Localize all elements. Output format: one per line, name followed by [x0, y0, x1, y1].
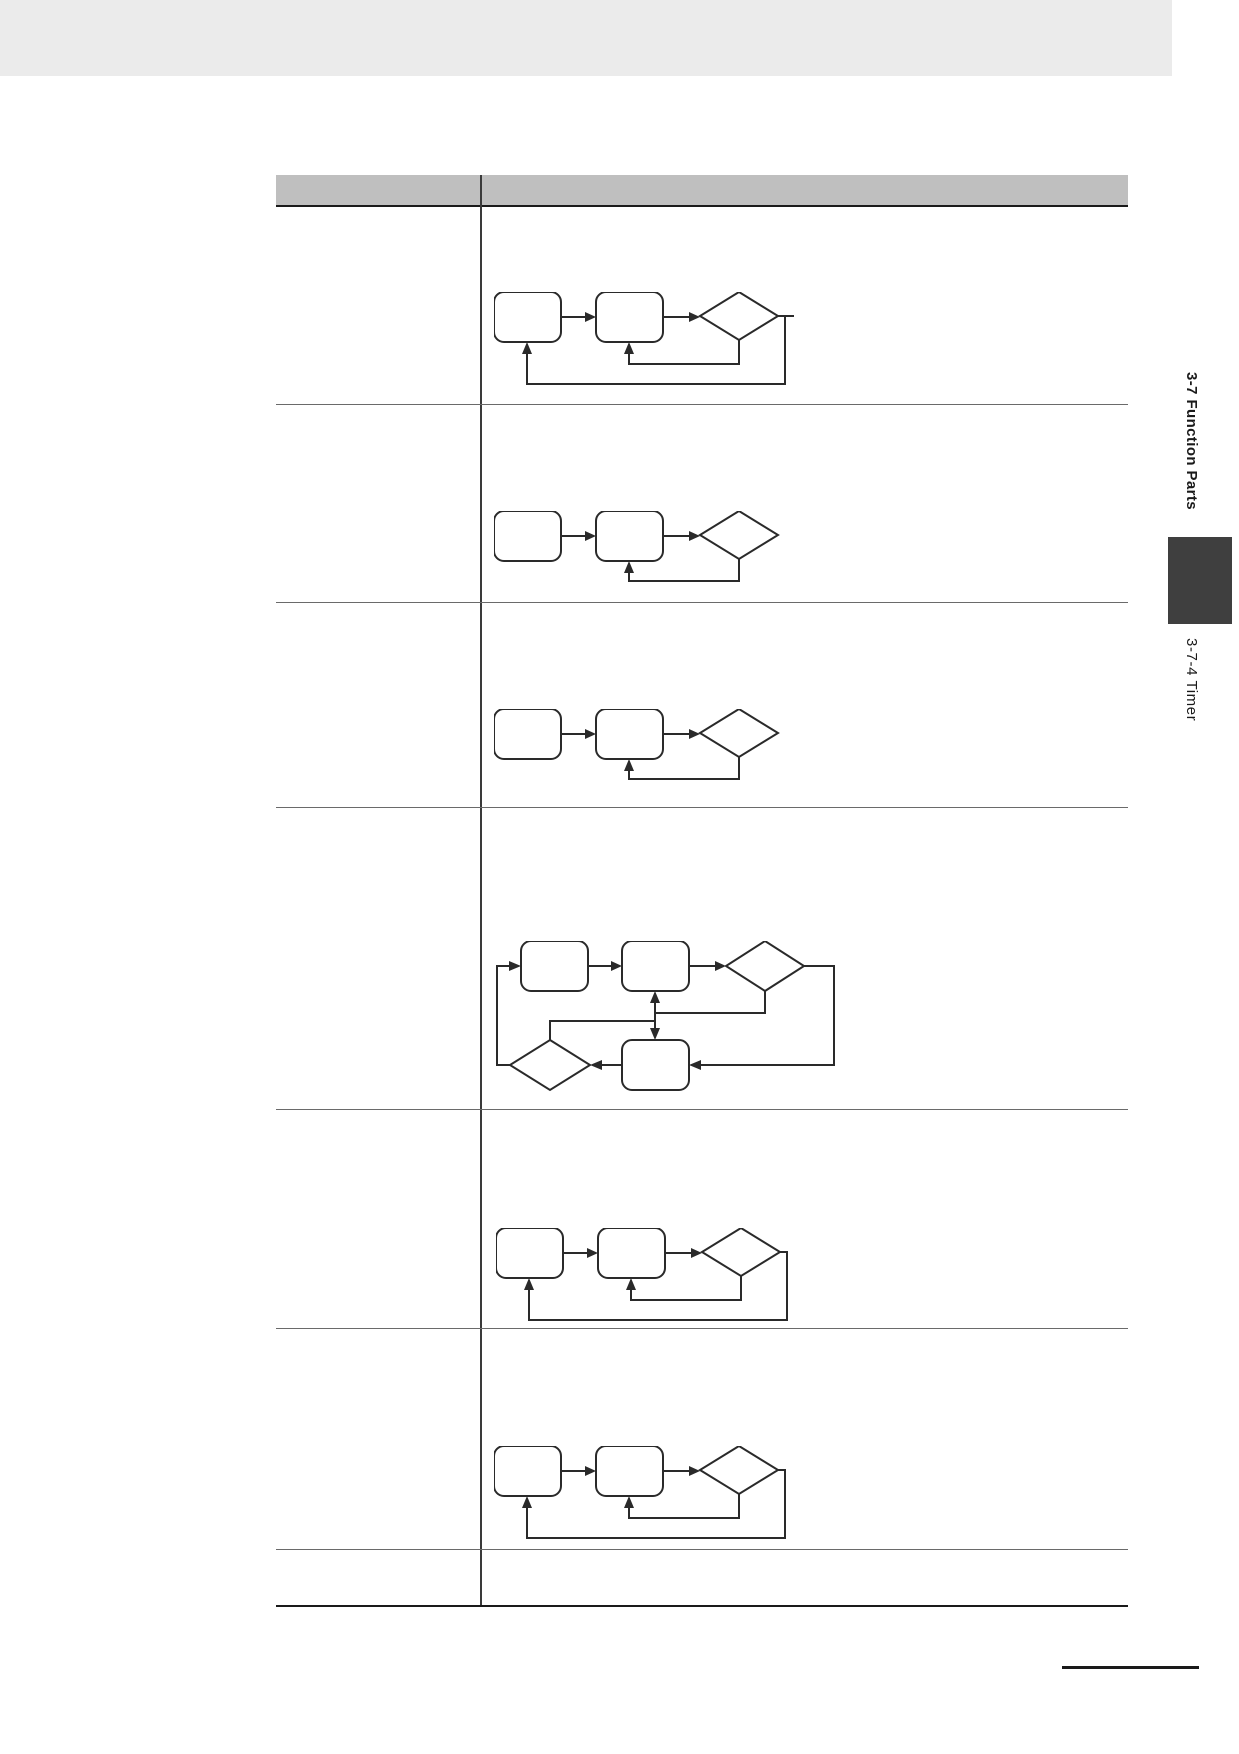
decision-diamond-bottom — [508, 1038, 592, 1092]
page-header-band — [0, 0, 1172, 76]
process-box-2 — [595, 292, 664, 343]
table-bottom-rule — [276, 1605, 1128, 1607]
process-box-2 — [595, 709, 664, 760]
decision-diamond-top — [724, 941, 806, 993]
row-divider — [276, 1328, 1128, 1329]
table-header — [276, 175, 1128, 207]
process-box-2 — [621, 941, 690, 992]
row-4-flow-diagram — [494, 941, 854, 1101]
process-box-2 — [595, 1446, 664, 1497]
row-6-flow-diagram — [494, 1446, 794, 1542]
process-box-1 — [520, 941, 589, 992]
process-box-1 — [494, 511, 562, 562]
decision-diamond — [698, 511, 780, 561]
process-box-1 — [494, 1446, 562, 1497]
process-box-2 — [595, 511, 664, 562]
page-footer-rule — [1062, 1666, 1199, 1669]
process-box-3 — [621, 1039, 690, 1091]
column-divider — [480, 175, 482, 1607]
process-box-2 — [597, 1228, 666, 1279]
subsection-title: 3-7-4 Timer — [1183, 638, 1200, 722]
decision-diamond — [698, 1446, 780, 1496]
row-divider — [276, 1109, 1128, 1110]
row-1-flow-diagram — [494, 292, 794, 388]
row-5-flow-diagram — [496, 1228, 796, 1324]
decision-diamond — [698, 709, 780, 759]
chapter-tab — [1168, 537, 1232, 624]
row-2-flow-diagram — [494, 511, 794, 591]
row-divider — [276, 404, 1128, 405]
decision-diamond — [700, 1228, 782, 1278]
process-box-1 — [494, 292, 562, 343]
function-table — [276, 175, 1128, 1607]
decision-diamond — [698, 292, 780, 342]
process-box-1 — [496, 1228, 564, 1279]
section-title: 3-7 Function Parts — [1183, 372, 1200, 511]
process-box-1 — [494, 709, 562, 760]
row-divider — [276, 807, 1128, 808]
row-divider — [276, 1549, 1128, 1550]
row-divider — [276, 602, 1128, 603]
row-3-flow-diagram — [494, 709, 794, 789]
